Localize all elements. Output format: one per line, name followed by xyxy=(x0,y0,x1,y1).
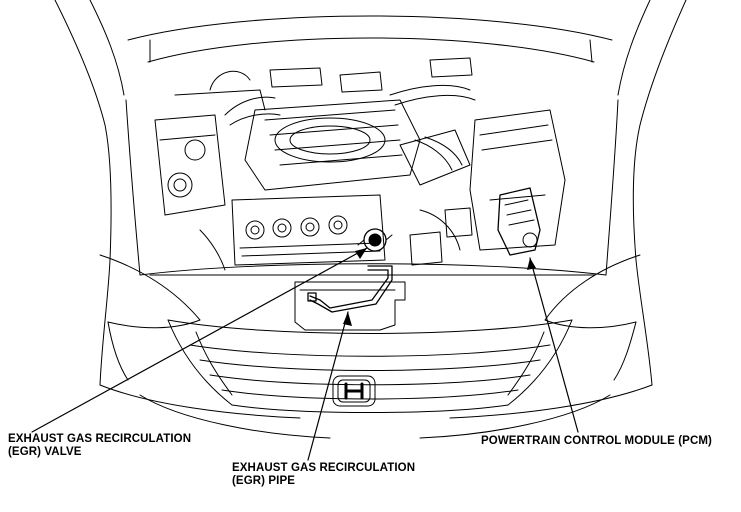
egr-valve xyxy=(357,228,393,252)
pcm-label: POWERTRAIN CONTROL MODULE (PCM) xyxy=(481,435,712,448)
egr-pipe-label: EXHAUST GAS RECIRCULATION (EGR) PIPE xyxy=(232,462,415,488)
egr-pipe-label-line2: (EGR) PIPE xyxy=(232,475,295,487)
egr-valve-label-line2: (EGR) VALVE xyxy=(8,446,82,458)
pcm-module xyxy=(497,187,541,256)
egr-valve-label: EXHAUST GAS RECIRCULATION (EGR) VALVE xyxy=(8,433,191,459)
egr-valve-label-line1: EXHAUST GAS RECIRCULATION xyxy=(8,433,192,445)
front-grille xyxy=(167,319,573,413)
engine-assembly xyxy=(154,57,566,271)
leader-lines xyxy=(31,247,579,461)
egr-pipe-label-line1: EXHAUST GAS RECIRCULATION xyxy=(232,462,416,474)
radiator-support xyxy=(149,274,596,331)
honda-emblem-icon xyxy=(332,375,376,407)
pcm-label-text: POWERTRAIN CONTROL MODULE (PCM) xyxy=(481,435,712,447)
car-body-outline xyxy=(54,0,687,439)
egr-pipe xyxy=(307,265,393,313)
arrowheads xyxy=(343,248,536,326)
